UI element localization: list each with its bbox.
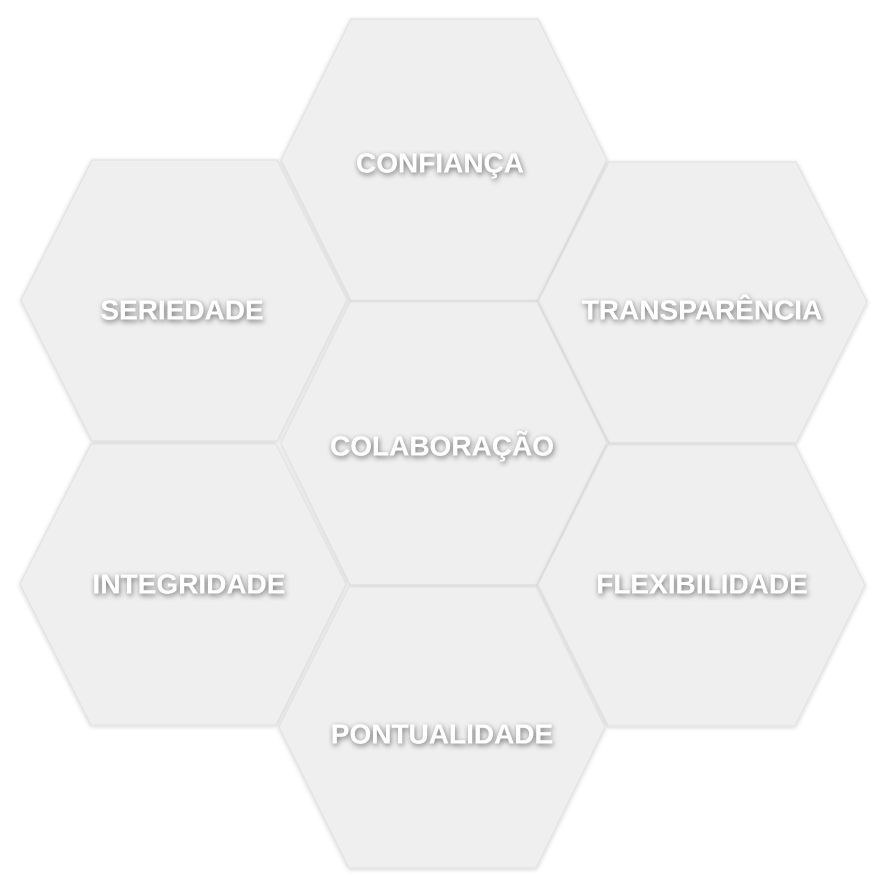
hexagon-shape <box>537 444 866 727</box>
hex-label-confianca: CONFIANÇA <box>356 147 524 178</box>
hex-cell-bottom: PONTUALIDADE <box>278 586 606 869</box>
hex-label-pontualidade: PONTUALIDADE <box>331 718 553 749</box>
hexagon-shape <box>537 161 868 444</box>
hexagon-shape <box>280 301 608 586</box>
hex-label-transparencia: TRANSPARÊNCIA <box>582 294 823 325</box>
hex-cell-lower-right: FLEXIBILIDADE <box>537 444 866 727</box>
hexagon-shape <box>278 586 606 869</box>
hex-cell-lower-left: INTEGRIDADE <box>19 443 347 726</box>
hex-label-integridade: INTEGRIDADE <box>93 568 286 599</box>
hex-cell-upper-left: SERIEDADE <box>20 159 348 442</box>
hex-cell-upper-right: TRANSPARÊNCIA <box>537 161 868 444</box>
hex-label-flexibilidade: FLEXIBILIDADE <box>596 568 808 599</box>
hex-cell-top: CONFIANÇA <box>280 18 608 302</box>
hex-label-seriedade: SERIEDADE <box>100 294 263 325</box>
hex-label-colaboracao: COLABORAÇÃO <box>330 430 554 461</box>
hexagon-shape <box>19 443 347 726</box>
hex-cell-center: COLABORAÇÃO <box>280 301 608 586</box>
hexagon-shape <box>20 159 348 442</box>
